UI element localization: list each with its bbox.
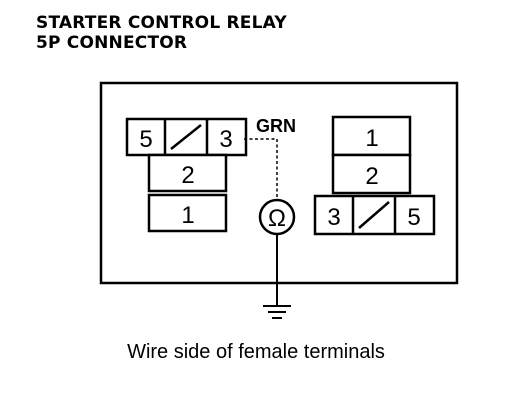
diagram-frame — [99, 81, 459, 285]
left-terminal-2: 2 — [181, 162, 194, 189]
left-connector: 5 3 2 1 — [125, 117, 248, 233]
ohmmeter-icon: Ω — [258, 198, 296, 236]
blank-terminal-mark — [170, 124, 202, 150]
wire-color-label: GRN — [256, 116, 296, 136]
left-terminal-3: 3 — [219, 126, 232, 153]
left-terminal-5: 5 — [139, 126, 152, 153]
page-subtitle: 5P CONNECTOR — [36, 33, 188, 53]
right-terminal-3: 3 — [327, 204, 340, 231]
left-connector-middle — [147, 153, 228, 193]
left-terminal-1: 1 — [181, 202, 194, 229]
ohm-symbol: Ω — [268, 205, 286, 232]
right-terminal-1: 1 — [365, 125, 378, 152]
right-connector: 1 2 3 5 — [313, 115, 436, 236]
right-terminal-5: 5 — [407, 204, 420, 231]
left-connector-bottom — [147, 193, 228, 233]
ground-icon — [263, 305, 291, 319]
right-connector-middle — [331, 153, 412, 195]
right-terminal-2: 2 — [365, 163, 378, 190]
blank-terminal-mark — [358, 201, 390, 229]
diagram-caption: Wire side of female terminals — [127, 341, 385, 363]
probe-wire — [244, 138, 278, 200]
page-title: STARTER CONTROL RELAY — [36, 13, 287, 33]
